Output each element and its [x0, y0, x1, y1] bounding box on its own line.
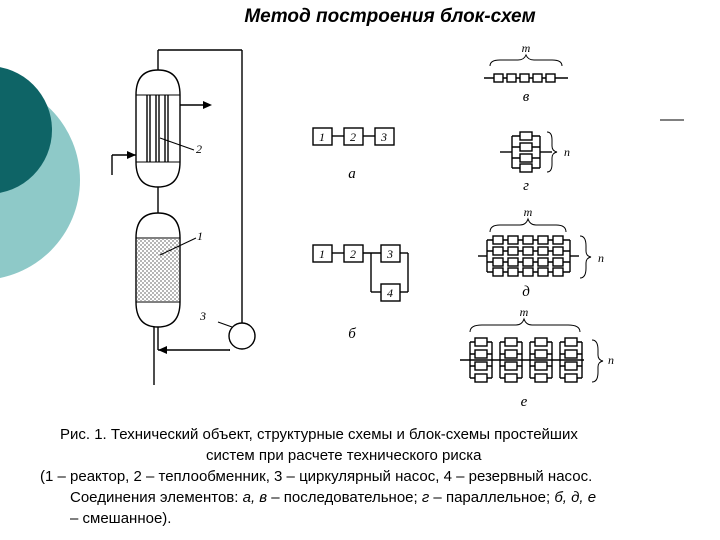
- group-block: [534, 349, 548, 359]
- scheme-b: 1 2 3 4 б: [312, 244, 409, 342]
- scheme-label-a: а: [348, 166, 356, 182]
- chain-block: [492, 235, 504, 245]
- chain-block: [507, 257, 519, 267]
- chain-block: [492, 246, 504, 256]
- chain-block: [492, 257, 504, 267]
- arrow-right-icon: [203, 101, 212, 109]
- figure-caption: Рис. 1. Технический объект, структурные …: [40, 424, 712, 529]
- caption-line-5: – смешанное).: [70, 510, 172, 527]
- group-block: [474, 373, 488, 383]
- group-block: [534, 361, 548, 371]
- block-label-4: 4: [387, 286, 393, 300]
- group-block: [474, 349, 488, 359]
- block-label-1: 1: [319, 130, 325, 144]
- block-label-3: 3: [386, 247, 393, 261]
- chain-block: [537, 267, 549, 277]
- caption-line-2: систем при расчете технического риска: [206, 447, 482, 464]
- block-label-1: 1: [319, 247, 325, 261]
- param-m: m: [522, 41, 531, 55]
- object-label-heat-exchanger: 2: [196, 142, 202, 156]
- group-block: [504, 373, 518, 383]
- group-block: [504, 361, 518, 371]
- param-n: n: [598, 251, 604, 265]
- group-block: [534, 337, 548, 347]
- scheme-g: n г: [500, 131, 570, 194]
- caption-line-1: Рис. 1. Технический объект, структурные …: [60, 426, 578, 443]
- chain-block: [507, 246, 519, 256]
- group-block: [564, 349, 578, 359]
- chain-block: [522, 235, 534, 245]
- param-n: n: [608, 353, 614, 367]
- dark-teal-circle: [0, 67, 52, 193]
- scheme-d: m n д: [478, 205, 604, 300]
- group-block: [564, 373, 578, 383]
- param-n: n: [564, 145, 570, 159]
- object-label-reactor: 1: [197, 229, 203, 243]
- group-block: [504, 337, 518, 347]
- scheme-v: m в: [484, 41, 568, 105]
- chain-block: [522, 267, 534, 277]
- chain-block: [507, 267, 519, 277]
- block-label-2: 2: [350, 247, 356, 261]
- chain-block: [552, 257, 564, 267]
- arrow-left-icon: [158, 346, 167, 354]
- chain-block: [537, 235, 549, 245]
- arrow-right-icon: [127, 151, 136, 159]
- group-block: [564, 337, 578, 347]
- scheme-label-e: е: [521, 394, 528, 410]
- scheme-label-b: б: [348, 326, 356, 342]
- pump-symbol: [228, 322, 256, 350]
- page-title: Метод построения блок-схем: [244, 6, 536, 27]
- chain-block: [537, 257, 549, 267]
- diagram-canvas: 2 1 3: [111, 41, 684, 410]
- group-block: [474, 337, 488, 347]
- group-block: [534, 373, 548, 383]
- block-label-2: 2: [350, 130, 356, 144]
- object-label-pump: 3: [199, 309, 206, 323]
- scheme-label-v: в: [523, 89, 530, 105]
- chain-block: [507, 235, 519, 245]
- chain-block: [537, 246, 549, 256]
- caption-line-4: Соединения элементов: а, в – последовате…: [70, 489, 597, 506]
- chain-block: [492, 267, 504, 277]
- param-m: m: [524, 205, 533, 219]
- heat-exchanger-vessel: [135, 50, 181, 188]
- chain-block: [552, 267, 564, 277]
- block-label-3: 3: [380, 130, 387, 144]
- technical-object: 2 1 3: [111, 49, 256, 385]
- chain-block: [552, 235, 564, 245]
- chain-block: [522, 246, 534, 256]
- scheme-label-d: д: [522, 284, 530, 300]
- group-block: [504, 349, 518, 359]
- scheme-label-g: г: [523, 178, 529, 194]
- group-block: [564, 361, 578, 371]
- chain-block: [552, 246, 564, 256]
- caption-line-3: (1 – реактор, 2 – теплообменник, 3 – цир…: [40, 468, 593, 485]
- chain-block: [522, 257, 534, 267]
- reactor-vessel: [135, 187, 181, 328]
- scheme-a: 1 2 3 а: [312, 127, 395, 182]
- param-m: m: [520, 305, 529, 319]
- scheme-e: m n е: [460, 305, 614, 410]
- group-block: [474, 361, 488, 371]
